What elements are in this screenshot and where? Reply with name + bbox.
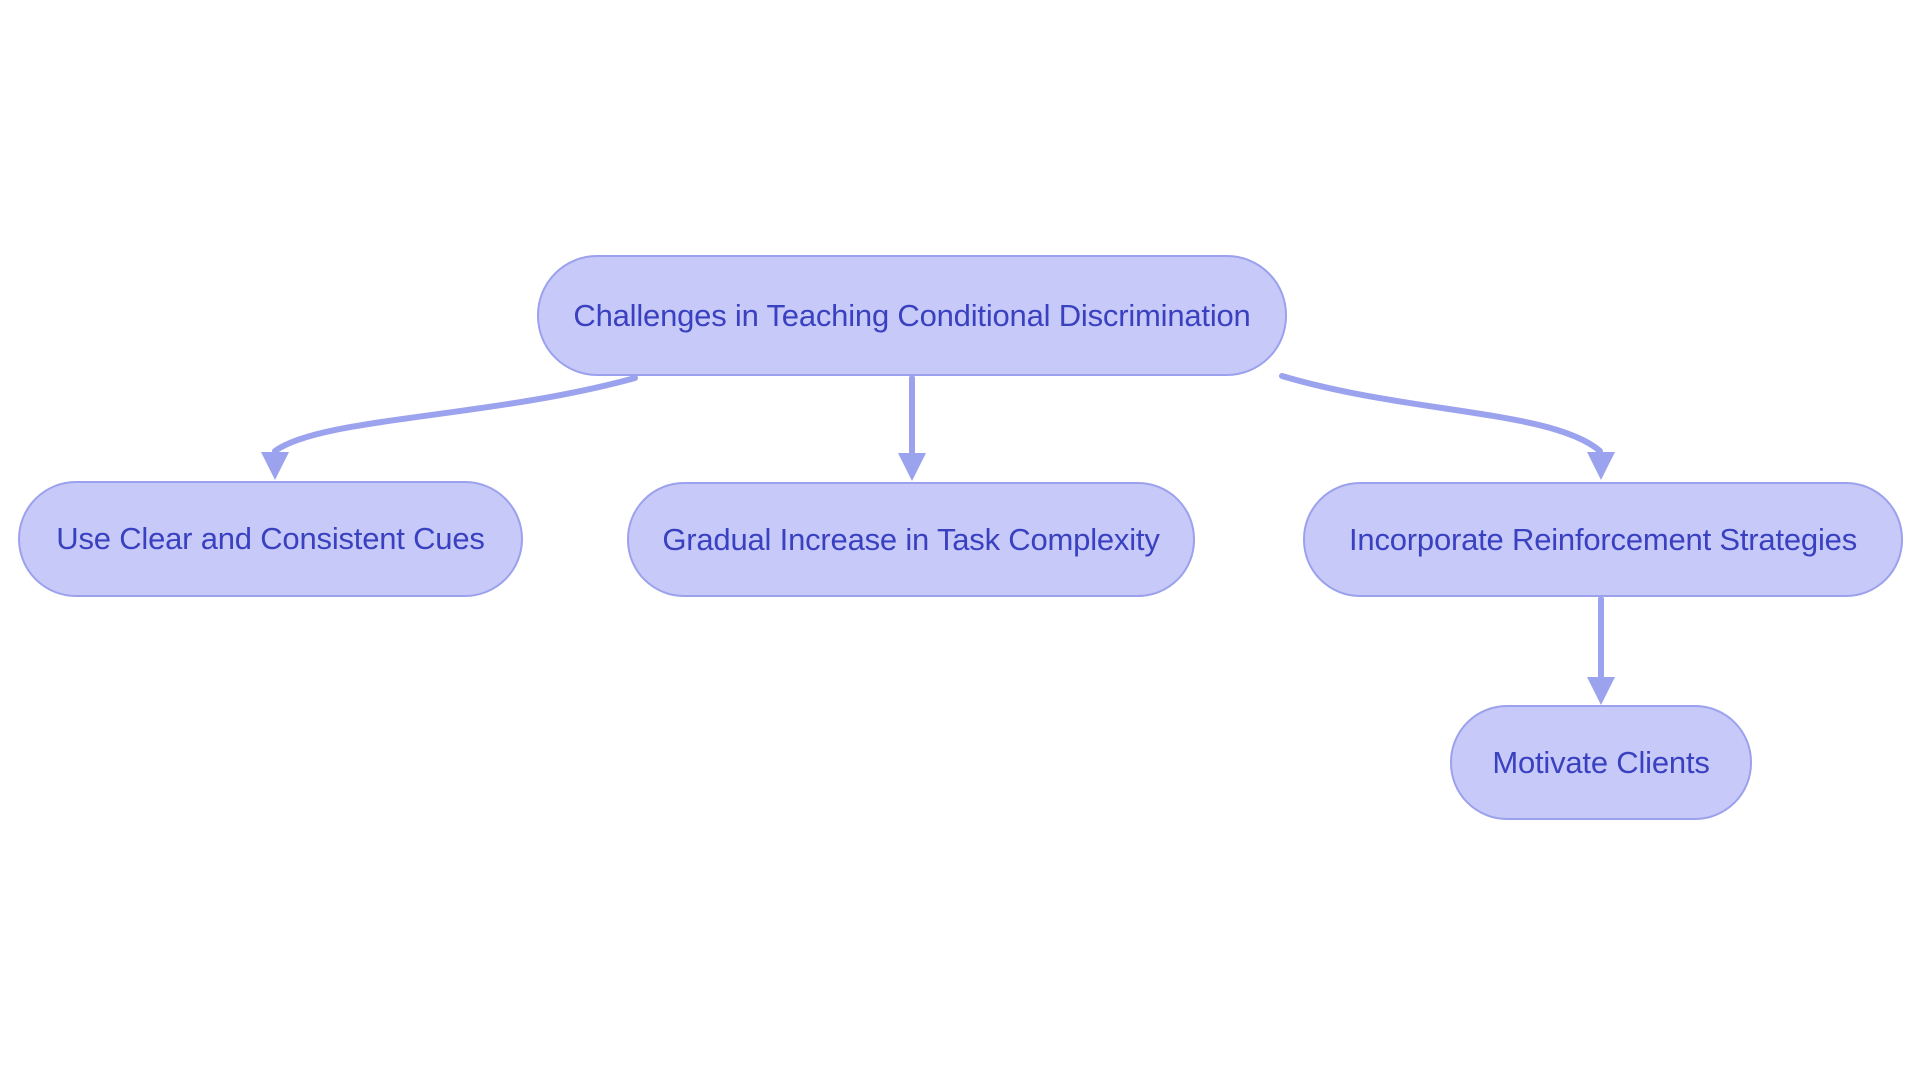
node-child-1-label: Use Clear and Consistent Cues xyxy=(56,521,485,557)
arrowhead-icon xyxy=(1587,677,1615,705)
arrowhead-icon xyxy=(898,453,926,481)
node-root-label: Challenges in Teaching Conditional Discr… xyxy=(573,297,1251,333)
edge-root-to-child-3 xyxy=(1279,373,1615,480)
edge-root-to-child-1 xyxy=(261,375,638,480)
node-motivate-clients: Motivate Clients xyxy=(1450,705,1752,820)
edge-child-3-to-grandchild-1 xyxy=(1587,596,1615,705)
arrowhead-icon xyxy=(1587,452,1615,480)
node-gradual-increase-task-complexity: Gradual Increase in Task Complexity xyxy=(627,482,1195,597)
node-child-3-label: Incorporate Reinforcement Strategies xyxy=(1348,521,1857,557)
node-grandchild-1-label: Motivate Clients xyxy=(1492,744,1710,780)
node-child-2-label: Gradual Increase in Task Complexity xyxy=(662,521,1160,557)
edge-root-to-child-2 xyxy=(898,375,926,481)
node-root: Challenges in Teaching Conditional Discr… xyxy=(537,255,1287,376)
arrowhead-icon xyxy=(261,452,289,480)
node-incorporate-reinforcement-strategies: Incorporate Reinforcement Strategies xyxy=(1303,482,1903,597)
node-use-clear-consistent-cues: Use Clear and Consistent Cues xyxy=(18,481,523,597)
